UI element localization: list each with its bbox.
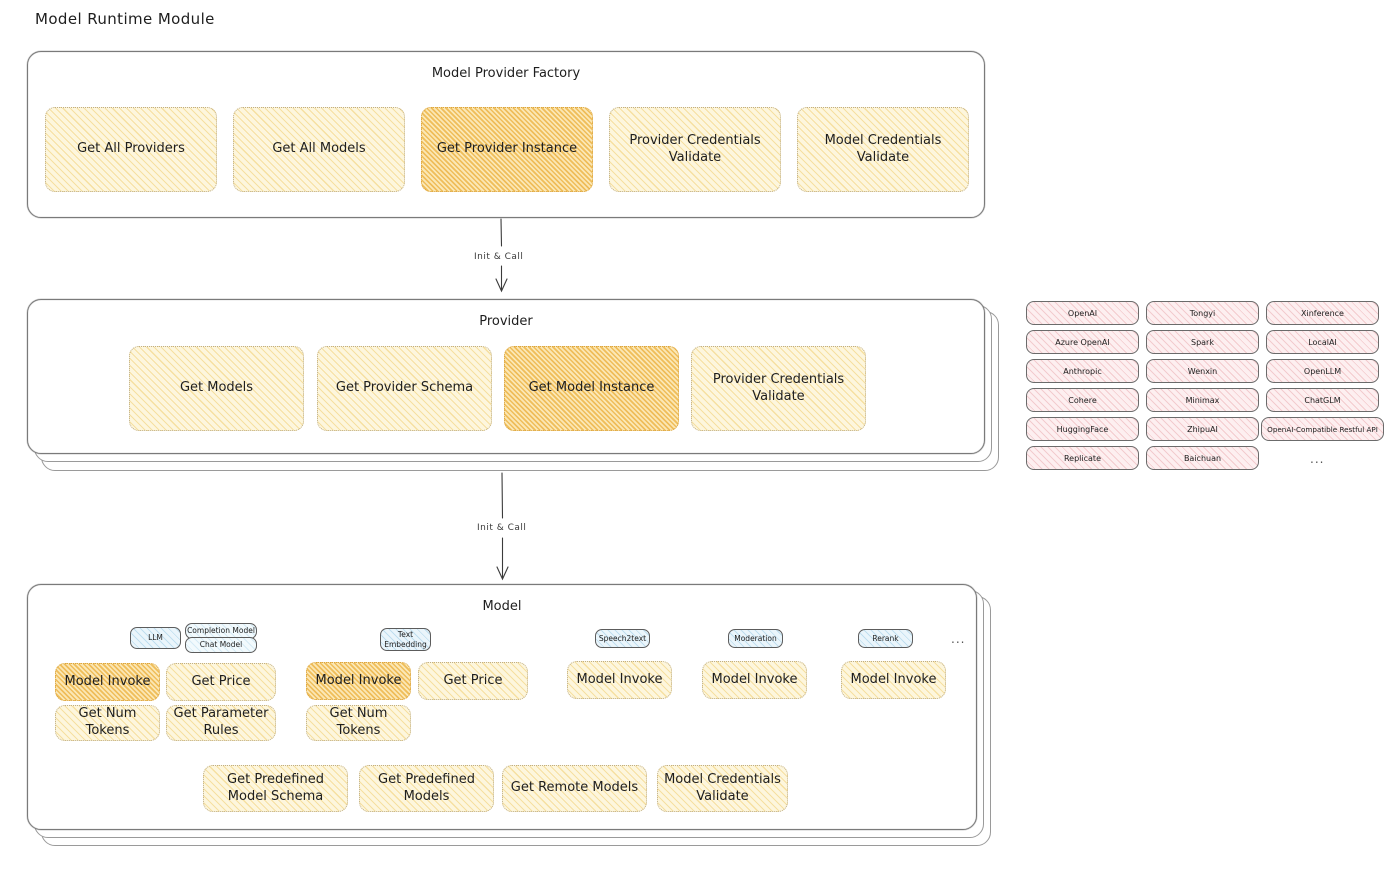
factory-node-get-all-providers[interactable]: Get All Providers xyxy=(45,107,217,192)
provider-chip-wenxin[interactable]: Wenxin xyxy=(1146,359,1259,383)
model-type-badge-rerank[interactable]: Rerank xyxy=(858,629,913,648)
factory-node-model-credentials-validate[interactable]: Model Credentials Validate xyxy=(797,107,969,192)
provider-title: Provider xyxy=(479,314,533,329)
model-embedding-node-get-price[interactable]: Get Price xyxy=(418,662,528,700)
arrow-1-upper-segment xyxy=(500,218,503,247)
factory-node-get-all-models[interactable]: Get All Models xyxy=(233,107,405,192)
model-type-badge-speech2text[interactable]: Speech2text xyxy=(595,629,650,648)
model-rerank-node-model-invoke[interactable]: Model Invoke xyxy=(841,661,946,699)
model-type-badge-llm[interactable]: LLM xyxy=(130,627,181,649)
model-title: Model xyxy=(482,599,522,614)
model-llm-node-get-parameter-rules[interactable]: Get Parameter Rules xyxy=(166,705,276,741)
model-subbadge-completion-model[interactable]: Completion Model xyxy=(185,623,257,639)
arrow-label-factory-to-provider: Init & Call xyxy=(474,252,524,262)
model-subbadge-chat-model[interactable]: Chat Model xyxy=(185,637,257,653)
model-provider-factory-title: Model Provider Factory xyxy=(431,66,581,81)
provider-chip-azure-openai[interactable]: Azure OpenAI xyxy=(1026,330,1139,354)
page-title: Model Runtime Module xyxy=(35,10,215,28)
model-llm-node-model-invoke[interactable]: Model Invoke xyxy=(55,663,160,701)
provider-node-provider-credentials-validate[interactable]: Provider Credentials Validate xyxy=(691,346,866,431)
model-moderation-node-model-invoke[interactable]: Model Invoke xyxy=(702,661,807,699)
provider-node-get-model-instance[interactable]: Get Model Instance xyxy=(504,346,679,431)
arrow-1-head xyxy=(495,278,508,293)
model-node-model-credentials-validate[interactable]: Model Credentials Validate xyxy=(657,765,788,812)
model-embedding-node-get-num-tokens[interactable]: Get Num Tokens xyxy=(306,705,411,741)
model-type-badge-moderation[interactable]: Moderation xyxy=(728,629,783,648)
model-node-get-predefined-models[interactable]: Get Predefined Models xyxy=(359,765,494,812)
provider-chip-replicate[interactable]: Replicate xyxy=(1026,446,1139,470)
provider-chip-zhipuai[interactable]: ZhipuAI xyxy=(1146,417,1259,441)
provider-chip-openllm[interactable]: OpenLLM xyxy=(1266,359,1379,383)
provider-chip-tongyi[interactable]: Tongyi xyxy=(1146,301,1259,325)
provider-chip-spark[interactable]: Spark xyxy=(1146,330,1259,354)
provider-node-get-models[interactable]: Get Models xyxy=(129,346,304,431)
model-llm-node-get-num-tokens[interactable]: Get Num Tokens xyxy=(55,705,160,741)
provider-node-get-provider-schema[interactable]: Get Provider Schema xyxy=(317,346,492,431)
arrow-2-head xyxy=(496,566,509,581)
provider-chip-openai-compatible-restful-api[interactable]: OpenAI-Compatible Restful API xyxy=(1261,417,1384,441)
model-node-get-predefined-model-schema[interactable]: Get Predefined Model Schema xyxy=(203,765,348,812)
model-embedding-node-model-invoke[interactable]: Model Invoke xyxy=(306,662,411,700)
provider-chip-minimax[interactable]: Minimax xyxy=(1146,388,1259,412)
provider-chip-huggingface[interactable]: HuggingFace xyxy=(1026,417,1139,441)
model-speech2text-node-model-invoke[interactable]: Model Invoke xyxy=(567,661,672,699)
provider-chip-openai[interactable]: OpenAI xyxy=(1026,301,1139,325)
provider-chip-baichuan[interactable]: Baichuan xyxy=(1146,446,1259,470)
model-llm-node-get-price[interactable]: Get Price xyxy=(166,663,276,701)
arrow-2-upper-segment xyxy=(501,472,504,519)
provider-chip-anthropic[interactable]: Anthropic xyxy=(1026,359,1139,383)
factory-node-get-provider-instance[interactable]: Get Provider Instance xyxy=(421,107,593,192)
provider-chip-xinference[interactable]: Xinference xyxy=(1266,301,1379,325)
provider-chip-localai[interactable]: LocalAI xyxy=(1266,330,1379,354)
arrow-label-provider-to-model: Init & Call xyxy=(477,523,527,533)
provider-chip-cohere[interactable]: Cohere xyxy=(1026,388,1139,412)
provider-list-more-ellipsis: ... xyxy=(1310,452,1325,466)
model-node-get-remote-models[interactable]: Get Remote Models xyxy=(502,765,647,812)
provider-chip-chatglm[interactable]: ChatGLM xyxy=(1266,388,1379,412)
model-types-more-ellipsis: ... xyxy=(951,632,966,646)
model-type-badge-text-embedding[interactable]: Text Embedding xyxy=(380,628,431,651)
factory-node-provider-credentials-validate[interactable]: Provider Credentials Validate xyxy=(609,107,781,192)
